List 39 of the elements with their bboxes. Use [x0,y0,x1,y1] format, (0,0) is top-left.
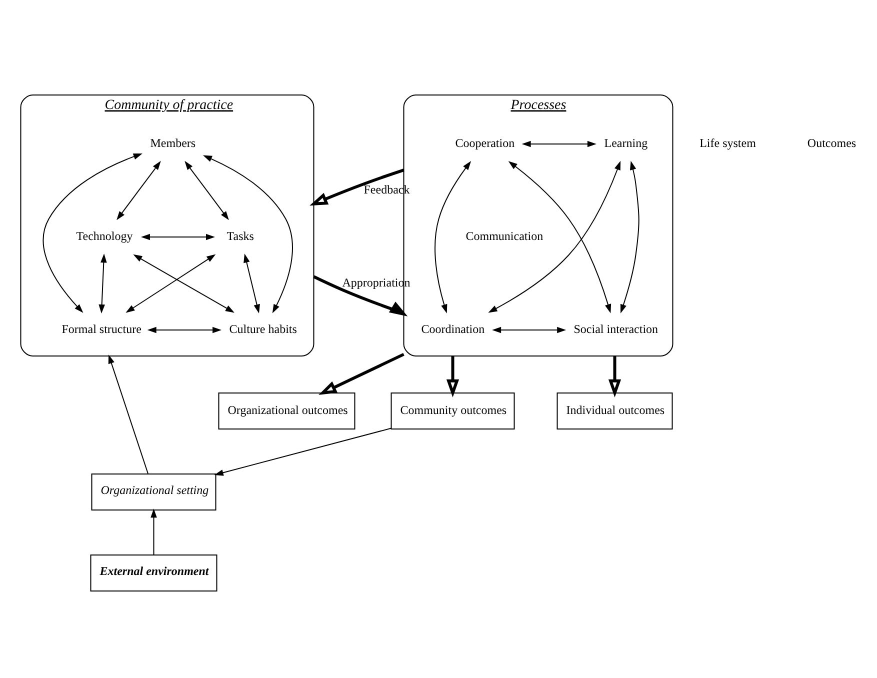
arrow [202,155,293,314]
arrow [108,354,148,474]
arrow [608,356,622,398]
arrow [140,234,215,240]
node-box: Community outcomes [390,392,515,430]
arrow [492,326,566,334]
node-text: Coordination [421,322,485,336]
node-text: Culture habits [229,322,297,336]
arrow [508,161,612,314]
node-text: Members [150,136,196,150]
node-text: Learning [604,136,648,150]
arrow [133,254,234,313]
arrow [126,254,216,313]
node-box: Individual outcomes [556,392,673,430]
node-text: Technology [76,229,133,244]
arrow [244,254,260,314]
arrow [42,153,142,313]
node-text: Social interaction [574,322,658,336]
arrow [434,160,472,314]
node-box: Organizational outcomes [218,392,356,430]
arrow [98,254,107,314]
node-text: Cooperation [455,136,515,150]
node-text: Formal structure [62,322,142,336]
arrow [147,326,222,334]
arrow [488,160,621,313]
arrow [116,160,161,220]
node-text: Tasks [226,229,254,244]
arrow [318,352,404,395]
node-text: Communication [466,229,544,244]
arrow [150,508,157,556]
arrow [184,160,229,220]
node-box: External environment [90,554,218,592]
arrow [214,428,392,476]
label: Life system [700,136,756,150]
arrow [620,160,640,314]
arrow [522,140,596,148]
label: Outcomes [807,136,856,150]
arrow [446,356,460,398]
node-box: Organizational setting [91,474,216,510]
